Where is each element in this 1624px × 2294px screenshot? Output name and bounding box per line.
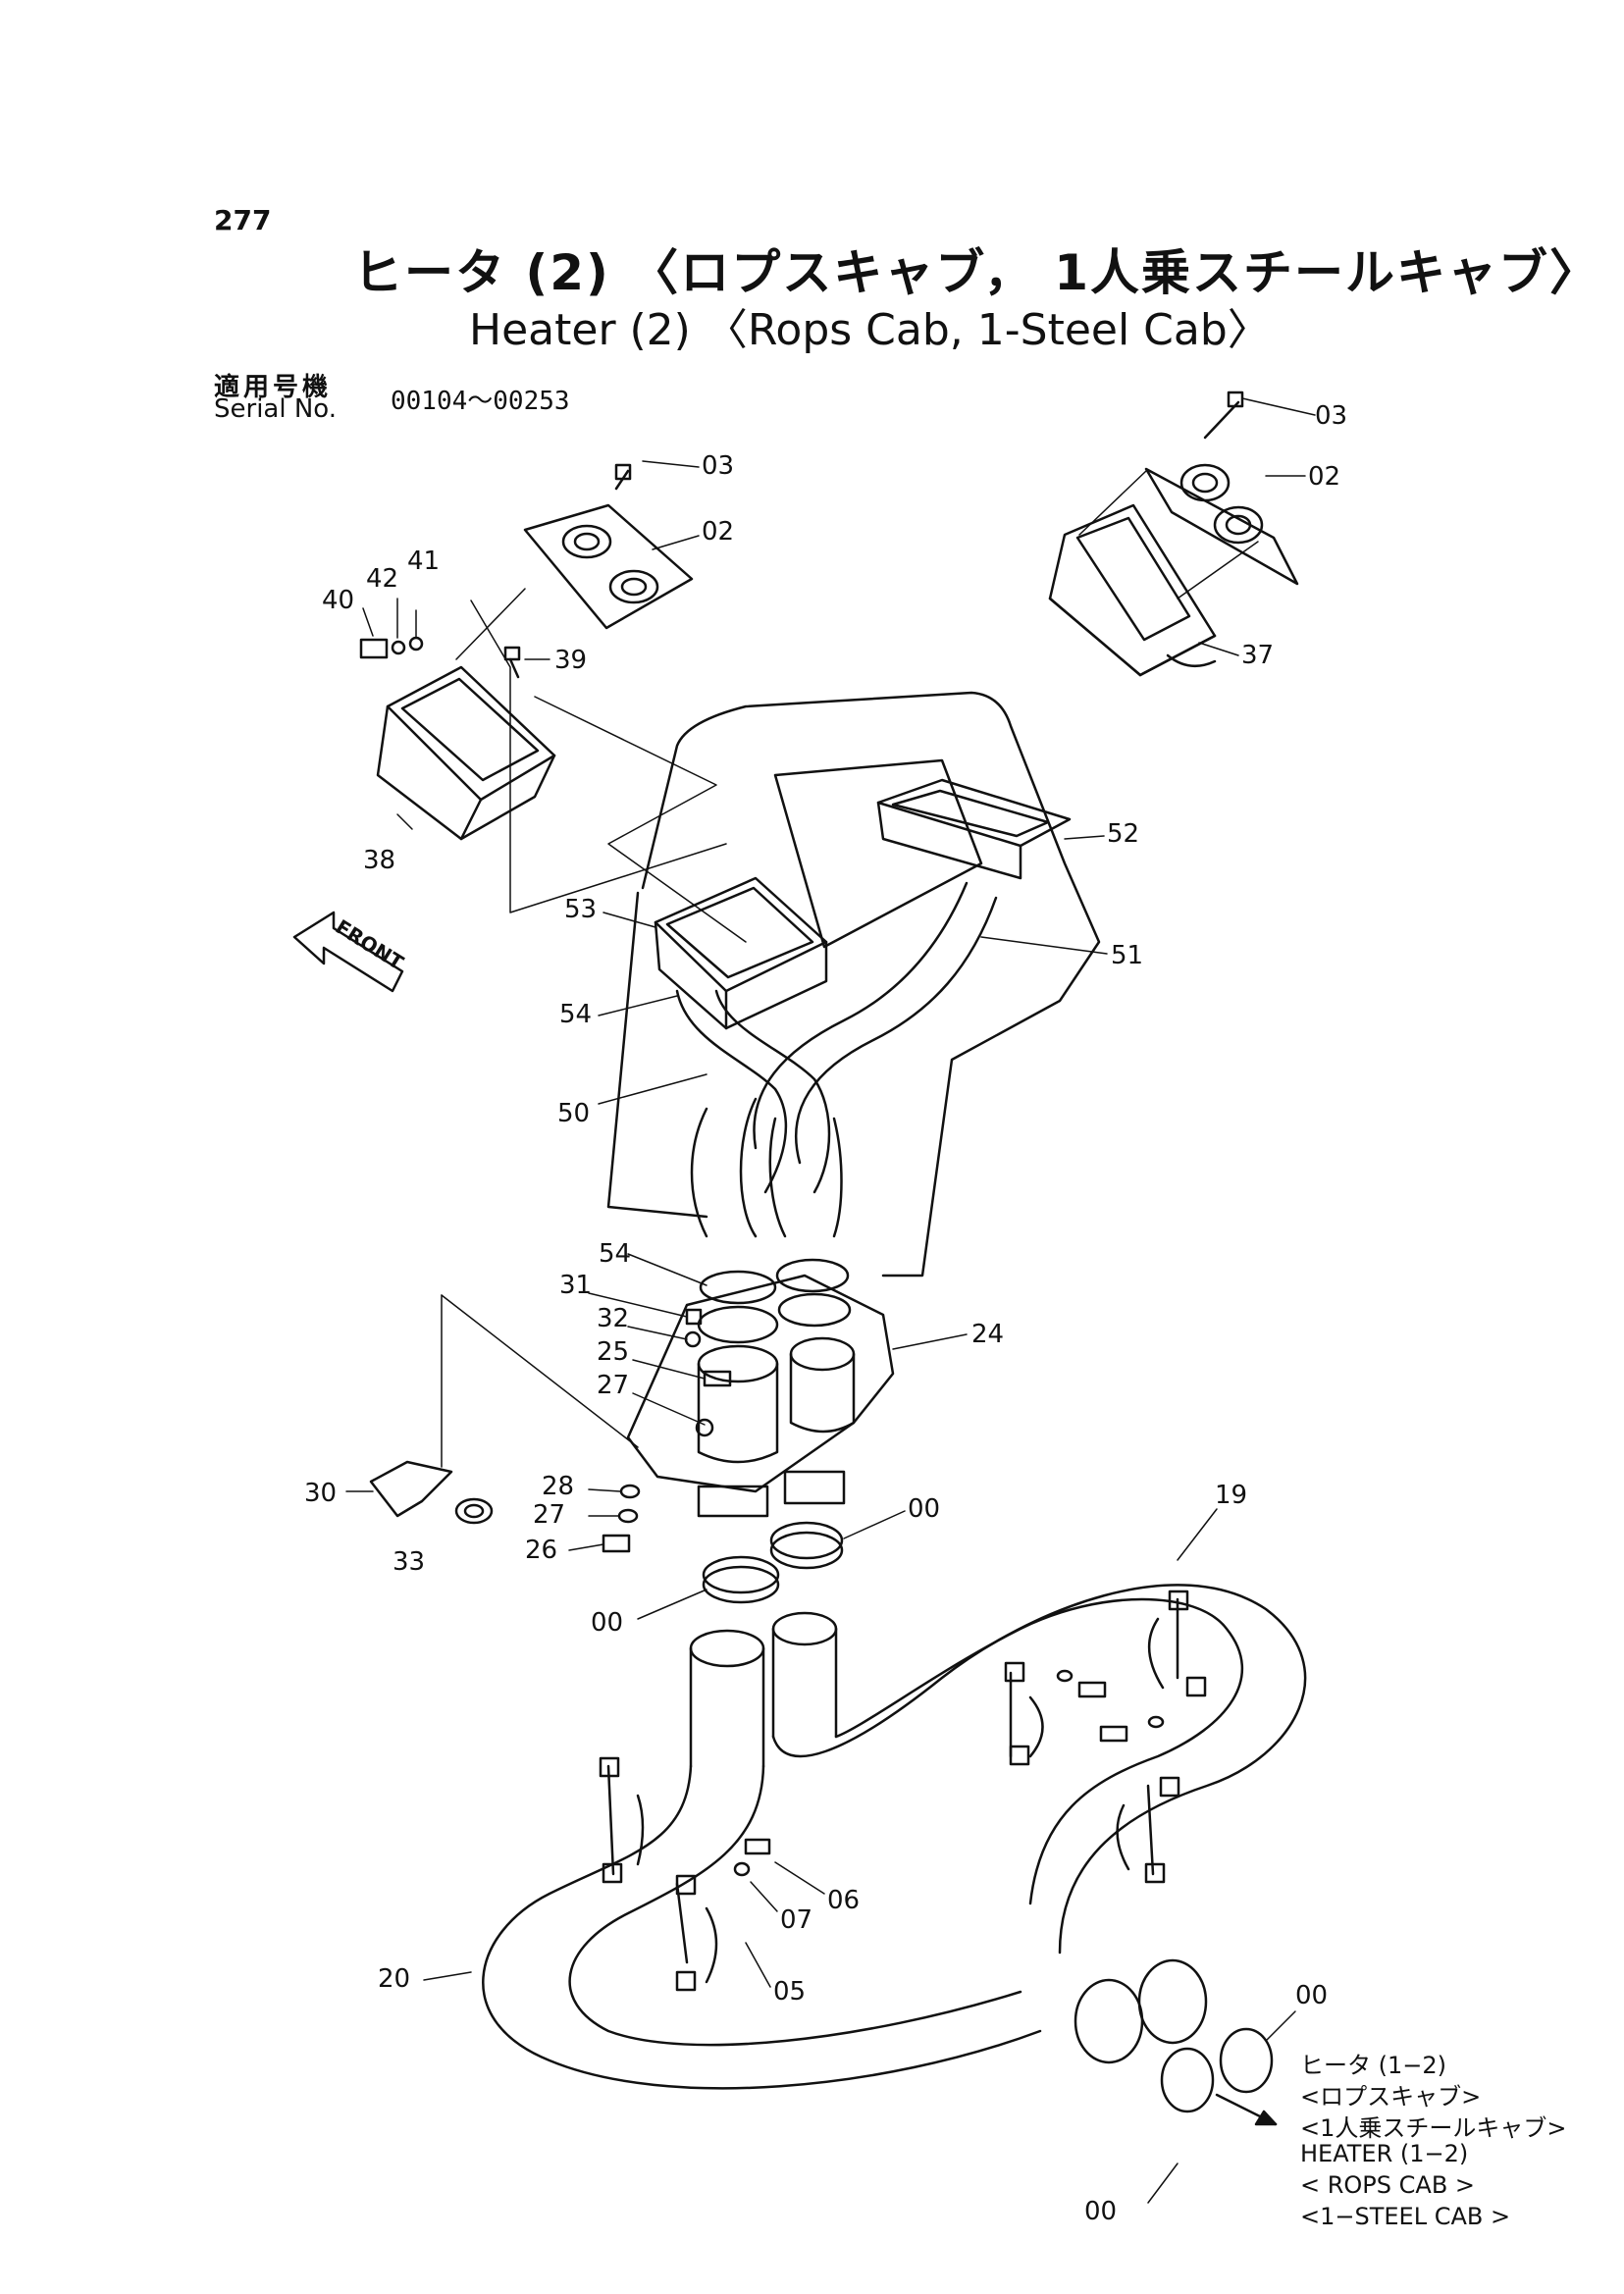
callout-38: 38: [363, 846, 395, 875]
callout-50: 50: [557, 1099, 590, 1128]
page-number: 277: [214, 204, 272, 236]
callout-03-right: 03: [1315, 401, 1347, 431]
reference-note-line-1: ヒータ (1−2): [1300, 2052, 1447, 2079]
duct-hose-loop: [482, 1584, 1307, 2126]
callout-20: 20: [378, 1964, 410, 1994]
callout-52: 52: [1107, 819, 1139, 849]
callout-54-upper: 54: [559, 1000, 592, 1029]
callout-54-lower: 54: [599, 1239, 631, 1269]
callout-33: 33: [393, 1547, 425, 1577]
callout-51: 51: [1111, 941, 1143, 970]
reference-note-line-4: HEATER (1−2): [1300, 2140, 1469, 2167]
reference-note-line-6: <1−STEEL CAB >: [1300, 2203, 1511, 2230]
reference-note-line-5: < ROPS CAB >: [1300, 2171, 1476, 2199]
callout-02-left: 02: [702, 517, 734, 547]
callout-24: 24: [971, 1320, 1004, 1349]
callout-41: 41: [407, 547, 440, 576]
hose-clamps-middle: [702, 1521, 844, 1604]
callout-00-bottom: 00: [1084, 2197, 1117, 2226]
callout-42: 42: [366, 564, 398, 594]
callout-19: 19: [1215, 1481, 1247, 1510]
callout-00-middle-right: 00: [908, 1494, 940, 1524]
callout-00-middle-left: 00: [591, 1608, 623, 1638]
vent-assembly-left: [359, 463, 747, 943]
console-body: [606, 691, 1101, 1277]
callout-26: 26: [525, 1536, 557, 1565]
callout-53: 53: [564, 895, 597, 924]
callout-31: 31: [559, 1271, 592, 1300]
vent-assembly-right: [1048, 391, 1299, 677]
callout-05: 05: [773, 1977, 806, 2007]
callout-40: 40: [322, 586, 354, 615]
serial-number-range: 00104～00253: [391, 387, 570, 416]
callout-27-upper: 27: [597, 1371, 629, 1400]
front-arrow: [292, 911, 404, 993]
reference-note-line-3: <1人乗スチールキャブ>: [1300, 2114, 1567, 2142]
title-english: Heater (2) 〈Rops Cab, 1-Steel Cab〉: [469, 305, 1271, 355]
callout-06: 06: [827, 1886, 860, 1915]
callout-32: 32: [597, 1304, 629, 1333]
callout-27-lower: 27: [533, 1500, 565, 1530]
callout-07: 07: [780, 1905, 812, 1935]
callout-03-left: 03: [702, 451, 734, 481]
callout-25: 25: [597, 1337, 629, 1367]
title-japanese: ヒータ (2) 〈ロプスキャブ， 1人乗スチールキャブ〉: [353, 244, 1601, 301]
leader-lines: [345, 397, 1316, 2204]
front-label: FRONT: [332, 914, 408, 974]
callout-37: 37: [1241, 641, 1274, 670]
reference-note-line-2: <ロプスキャブ>: [1300, 2083, 1482, 2111]
serial-label-japanese: 適用号機: [214, 373, 333, 402]
callout-28: 28: [542, 1472, 574, 1501]
callout-39: 39: [554, 646, 587, 675]
callout-30: 30: [304, 1479, 337, 1508]
serial-label-english: Serial No.: [214, 394, 337, 424]
callout-00-right: 00: [1295, 1981, 1328, 2010]
callout-02-right: 02: [1308, 462, 1340, 492]
